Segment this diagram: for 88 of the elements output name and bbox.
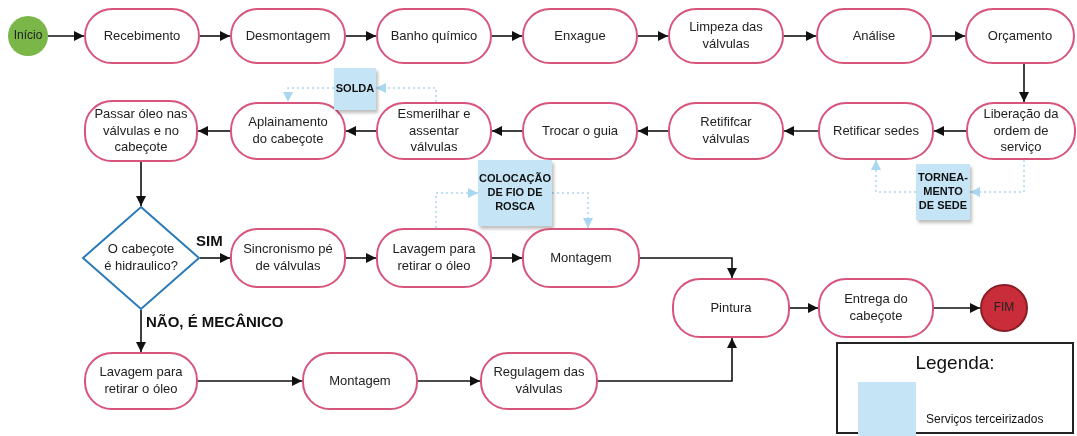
node-label: Trocar o guia (541, 122, 619, 140)
arrow (345, 253, 377, 263)
arrow (597, 337, 737, 382)
node-label: Entrega do cabeçote (843, 291, 909, 325)
arrow (783, 31, 817, 41)
arrow (199, 31, 231, 41)
process-box (818, 278, 934, 338)
arrow (783, 126, 819, 136)
arrow (933, 303, 981, 313)
arrow (491, 126, 523, 136)
node-label: O cabeçote é hidraulico? (104, 241, 178, 275)
dotted-arrow (969, 159, 1025, 197)
node-label: Montagem (550, 249, 612, 267)
process-box (480, 352, 598, 410)
arrow (1019, 63, 1029, 103)
node-label: FIM (993, 300, 1015, 316)
node-label: Liberação da ordem de serviço (982, 105, 1060, 157)
node-label: Aplainamento do cabeçote (247, 114, 329, 148)
process-box (818, 102, 934, 160)
node-label: Regulagem das válvulas (492, 364, 586, 398)
dotted-arrow (375, 83, 437, 103)
process-box (84, 100, 198, 162)
process-box (522, 228, 640, 288)
process-box (84, 8, 200, 64)
arrow (136, 309, 146, 353)
process-box (668, 8, 784, 64)
process-box (816, 8, 932, 64)
process-box (230, 8, 346, 64)
process-box (302, 352, 418, 410)
process-box (522, 8, 638, 64)
node-label: Enxague (554, 27, 606, 45)
node-label: Lavagem para retirar o óleo (391, 241, 477, 275)
arrow (933, 126, 967, 136)
legend-title: Legenda: (914, 352, 996, 374)
dotted-arrow (435, 188, 479, 229)
arrow (199, 253, 231, 263)
arrow (637, 126, 669, 136)
node-label: Retificar sedes (833, 122, 919, 140)
node-label: Retififcar válvulas (699, 114, 753, 148)
node-label: TORNEA- MENTO DE SEDE (918, 171, 968, 213)
process-box (376, 8, 492, 64)
process-box (230, 102, 346, 160)
arrow (345, 126, 377, 136)
node-label: Orçamento (987, 27, 1053, 45)
node-label: Pintura (710, 299, 752, 317)
node-label: SOLDA (335, 82, 375, 96)
arrow (491, 253, 523, 263)
arrow (417, 376, 481, 386)
end-circle (980, 284, 1028, 332)
node-label: Recebimento (103, 27, 181, 45)
arrow (491, 31, 523, 41)
node-label: Lavagem para retirar o óleo (98, 364, 184, 398)
arrow (197, 126, 231, 136)
arrow (931, 31, 966, 41)
process-box (965, 8, 1075, 64)
node-label: Análise (852, 27, 896, 45)
process-box (672, 278, 790, 338)
node-label: Desmontagem (245, 27, 331, 45)
process-box (376, 228, 492, 288)
process-box (376, 102, 492, 160)
edge-label: NÃO, É MECÂNICO (146, 313, 284, 330)
arrow (345, 31, 377, 41)
arrow (197, 376, 303, 386)
process-box (84, 352, 198, 410)
dotted-arrow (871, 159, 917, 193)
sticky-note (334, 68, 376, 110)
arrow (789, 303, 819, 313)
process-box (522, 102, 638, 160)
legend-label: Serviços terceirizados (926, 412, 1044, 426)
arrow (136, 161, 146, 207)
node-label: Limpeza das válvulas (688, 19, 764, 53)
node-label: Início (13, 28, 43, 44)
start-circle (8, 16, 48, 56)
process-box (966, 102, 1076, 160)
process-box (230, 228, 346, 288)
arrow (47, 31, 85, 41)
node-label: Banho químico (390, 27, 478, 45)
sticky-note (916, 164, 970, 220)
node-label: Sincronismo pé de válvulas (242, 241, 334, 275)
node-label: Montagem (329, 372, 391, 390)
node-label: Passar óleo nas válvulas e no cabeçote (94, 105, 188, 157)
arrow (637, 31, 669, 41)
node-label: Esmerilhar e assentar válvulas (396, 105, 472, 157)
process-box (668, 102, 784, 160)
node-label: COLOCAÇÃO DE FIO DE ROSCA (478, 172, 552, 214)
sticky-note (478, 160, 552, 226)
dotted-arrow (283, 87, 335, 103)
arrow (639, 257, 737, 279)
